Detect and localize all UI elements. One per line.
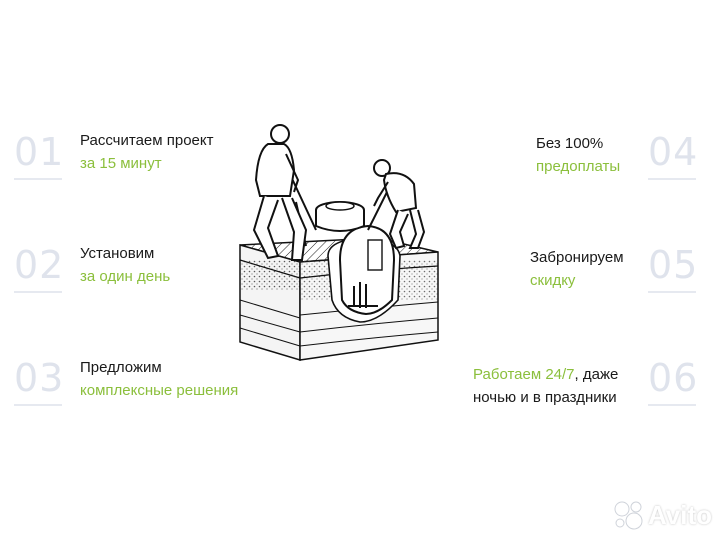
feature-title: Забронируем (530, 249, 624, 266)
feature-number: 01 (14, 130, 65, 174)
feature-number: 05 (648, 243, 699, 287)
feature-title: Рассчитаем проект (80, 132, 214, 149)
feature-subtitle: за 15 минут (80, 155, 162, 172)
avito-watermark: Avito (612, 494, 712, 534)
feature-subtitle: предоплаты (536, 158, 621, 175)
feature-title: Установим (80, 245, 155, 262)
feature-title-rest: , даже (574, 366, 619, 383)
number-underline (14, 291, 62, 293)
feature-number: 06 (648, 356, 699, 400)
feature-title: Работаем 24/7, даже (473, 363, 618, 387)
feature-number: 04 (648, 130, 699, 174)
number-underline (648, 404, 696, 406)
number-underline (14, 178, 62, 180)
feature-title: Предложим (80, 359, 162, 376)
feature-subtitle: ночью и в праздники (473, 389, 617, 406)
feature-subtitle: скидку (530, 272, 576, 289)
avito-logo-icon (614, 501, 643, 530)
feature-number: 03 (14, 356, 65, 400)
feature-subtitle: за один день (80, 268, 171, 285)
number-underline (14, 404, 62, 406)
feature-title-highlight: Работаем 24/7 (473, 366, 575, 383)
watermark-text: Avito (648, 500, 713, 530)
number-underline (648, 291, 696, 293)
septic-tank-installation-illustration (239, 124, 439, 362)
feature-title: Без 100% (536, 135, 604, 152)
number-underline (648, 178, 696, 180)
feature-number: 02 (14, 243, 65, 287)
feature-subtitle: комплексные решения (80, 382, 239, 399)
